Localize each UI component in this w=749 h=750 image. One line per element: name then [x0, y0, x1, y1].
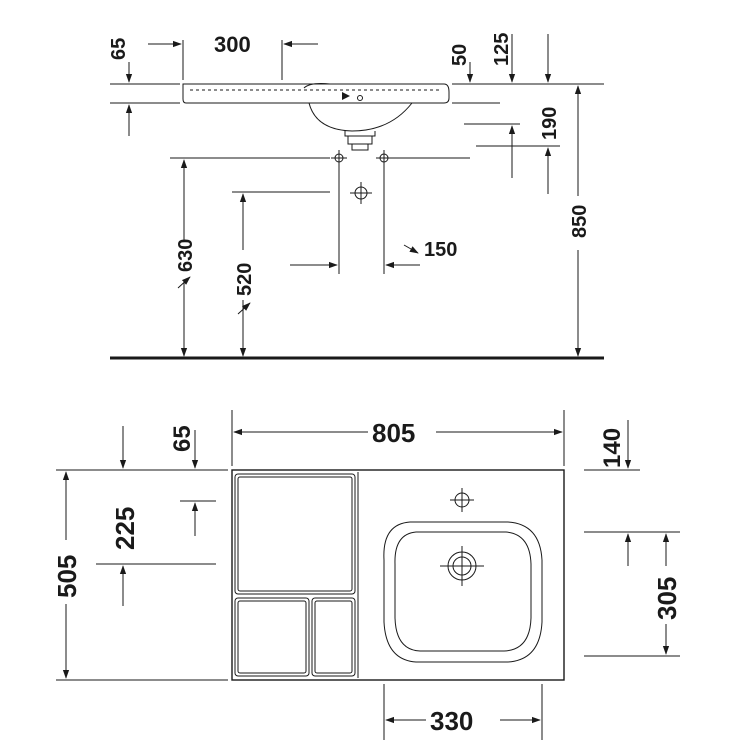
dim-805: 805: [372, 418, 415, 448]
tap-hole: [450, 488, 474, 512]
dim-850: 850: [569, 205, 591, 238]
side-extension-lines: [110, 40, 604, 274]
dim-190: 190: [539, 107, 561, 140]
dim-225: 225: [110, 507, 140, 550]
fixing-point-left: [331, 150, 347, 166]
dim-125: 125: [491, 33, 513, 66]
dim-50: 50: [449, 44, 471, 66]
dim-330: 330: [430, 706, 473, 736]
top-view: 805 65 140 505 225 305 330: [52, 410, 682, 740]
dim-305: 305: [652, 577, 682, 620]
drain-point: [350, 182, 372, 204]
fixing-point-right: [376, 150, 392, 166]
dim-65-side: 65: [108, 38, 130, 60]
side-dimension-arrows: [125, 34, 582, 357]
dim-65-top: 65: [169, 425, 196, 452]
dim-630: 630: [175, 239, 197, 272]
shelf-lower-right: [311, 597, 356, 677]
top-dimension-arrows: [62, 420, 670, 724]
shelf-lower-left: [234, 597, 310, 677]
dim-140: 140: [599, 428, 626, 468]
dim-505: 505: [52, 555, 82, 598]
dim-150: 150: [424, 239, 457, 261]
basin-top-outline: [231, 469, 565, 681]
dim-520: 520: [234, 263, 256, 296]
shelf-compartments: [234, 472, 359, 678]
basin-bowl: [383, 521, 543, 663]
top-extension-lines: [56, 410, 680, 740]
shelf-upper: [234, 473, 356, 595]
drain: [440, 546, 484, 586]
side-view: 65 300 50 125 190 850 630 520 150: [108, 32, 604, 360]
dim-300: 300: [214, 32, 251, 57]
basin-side-profile: [182, 83, 450, 151]
